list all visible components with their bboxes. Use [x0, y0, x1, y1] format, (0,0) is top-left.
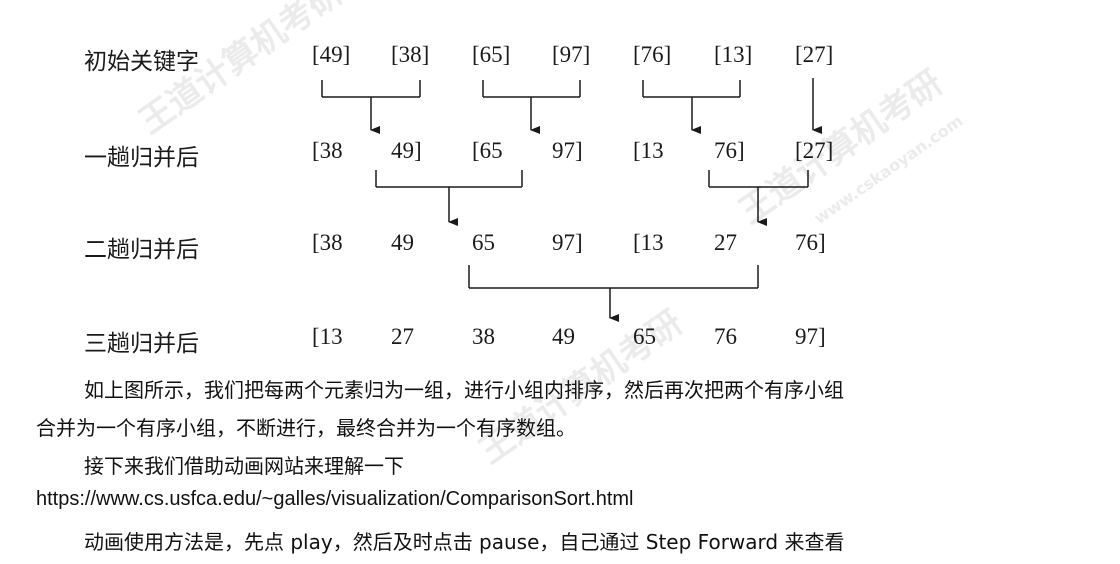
key-value: [13 — [633, 138, 664, 163]
visualization-url-link[interactable]: https://www.cs.usfca.edu/~galles/visuali… — [36, 488, 634, 510]
row-label-pass-1: 一趟归并后 — [84, 145, 199, 171]
key-value: [13] — [714, 42, 753, 67]
key-value: 49 — [391, 230, 414, 255]
paragraph-2: 接下来我们借助动画网站来理解一下 — [84, 454, 404, 478]
merge-sort-diagram: 初始关键字 一趟归并后 二趟归并后 三趟归并后 [49] [38] [65] [97]… — [84, 42, 834, 357]
key-value: 76] — [714, 138, 745, 163]
row-label-pass-3: 三趟归并后 — [84, 331, 199, 357]
key-value: 49] — [391, 138, 422, 163]
key-value: [38] — [391, 42, 430, 67]
key-value: [65 — [472, 138, 503, 163]
key-value: [27] — [795, 42, 834, 67]
key-value: [13 — [633, 230, 664, 255]
merge-bracket-lines — [321, 78, 822, 322]
key-value: [97] — [552, 42, 591, 67]
paragraph-3: 动画使用方法是，先点 play，然后及时点击 pause，自己通过 Step F… — [84, 530, 845, 554]
key-value: 97] — [552, 230, 583, 255]
key-value: 27 — [391, 324, 414, 349]
row-label-initial: 初始关键字 — [84, 49, 199, 75]
key-value: [27] — [795, 138, 834, 163]
paragraph-1-line-2: 合并为一个有序小组，不断进行，最终合并为一个有序数组。 — [36, 416, 576, 440]
key-value: 76 — [714, 324, 737, 349]
key-value: [13 — [312, 324, 343, 349]
key-value: [76] — [633, 42, 672, 67]
key-value: 76] — [795, 230, 826, 255]
key-value: [65] — [472, 42, 511, 67]
key-value: [49] — [312, 42, 351, 67]
key-value: 49 — [552, 324, 575, 349]
key-value: 65 — [472, 230, 495, 255]
key-value: 27 — [714, 230, 737, 255]
key-value: [38 — [312, 230, 343, 255]
key-value: [38 — [312, 138, 343, 163]
key-value: 38 — [472, 324, 495, 349]
key-value: 97] — [795, 324, 826, 349]
key-value: 97] — [552, 138, 583, 163]
row-label-pass-2: 二趟归并后 — [84, 237, 199, 263]
paragraph-1-line-1: 如上图所示，我们把每两个元素归为一组，进行小组内排序，然后再次把两个有序小组 — [84, 378, 844, 402]
key-value: 65 — [633, 324, 656, 349]
